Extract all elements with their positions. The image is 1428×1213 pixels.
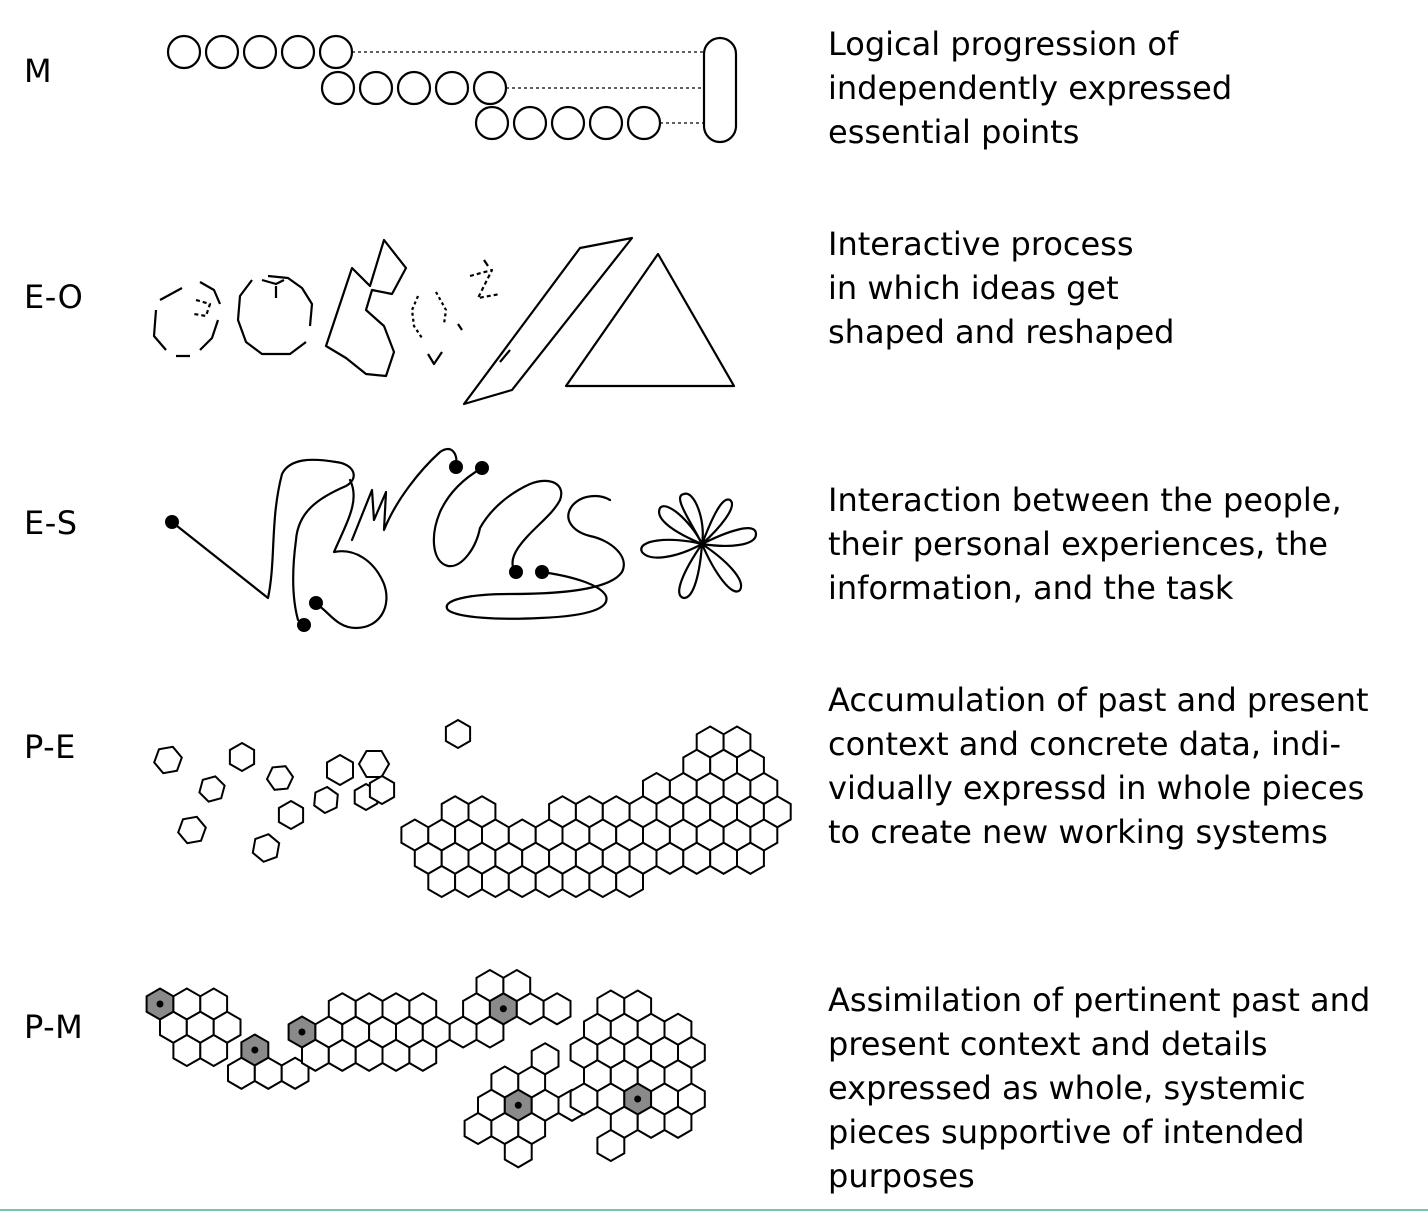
hexagon [227, 1056, 256, 1090]
hexagon [326, 753, 354, 787]
hexagon [277, 799, 305, 831]
hexagon [655, 841, 685, 875]
description-line: shaped and reshaped [828, 313, 1175, 351]
hexagon [199, 1033, 229, 1068]
accumulating-hexagons-icon [153, 718, 792, 899]
bottom-rule [0, 1209, 1428, 1211]
description-line: Interactive process [828, 225, 1134, 263]
description-line: Accumulation of past and present [828, 681, 1369, 719]
hexagon [534, 864, 564, 899]
assimilated-hexagon-clusters-icon [145, 968, 706, 1169]
hexagon-center-dot [156, 1000, 164, 1008]
hexagon [251, 833, 281, 863]
hexagon [153, 745, 183, 775]
hexagon [313, 785, 339, 815]
hexagon [503, 1135, 533, 1169]
hexagon-center-dot [499, 1005, 507, 1013]
description-line: context and concrete data, indi- [828, 725, 1342, 763]
hexagon-center-dot [634, 1095, 642, 1103]
hexagon [636, 1105, 666, 1139]
style-code-e-s: E-S [24, 504, 78, 542]
hexagon [198, 775, 226, 803]
hexagon [354, 1038, 384, 1072]
description-line: independently expressed [828, 69, 1233, 107]
description-m: Logical progression of independently exp… [828, 22, 1408, 154]
description-line: purposes [828, 1157, 975, 1195]
description-line: vidually expressd in whole pieces [828, 769, 1365, 807]
hexagon [354, 992, 384, 1026]
hexagon [507, 864, 537, 899]
hexagon [265, 765, 295, 791]
hexagon [736, 841, 765, 875]
hexagon [454, 864, 483, 899]
description-line: Assimilation of pertinent past and [828, 981, 1371, 1019]
hexagon [444, 718, 472, 750]
description-p-m: Assimilation of pertinent past and prese… [828, 978, 1408, 1198]
description-line: Interaction between the people, [828, 481, 1342, 519]
description-line: pieces supportive of intended [828, 1113, 1305, 1151]
description-p-e: Accumulation of past and present context… [828, 678, 1408, 854]
hexagon [408, 1038, 438, 1072]
hexagon [408, 992, 438, 1026]
hexagon [502, 968, 532, 1003]
hexagon-center-dot [514, 1101, 522, 1109]
description-line: their personal experiences, the [828, 525, 1328, 563]
style-code-e-o: E-O [24, 278, 84, 316]
description-line: in which ideas get [828, 269, 1119, 307]
hexagon [427, 864, 457, 899]
hexagon-center-dot [298, 1028, 306, 1036]
hexagon [475, 968, 505, 1003]
description-line: to create new working systems [828, 813, 1328, 851]
hexagon [596, 1128, 626, 1163]
hexagon [663, 1105, 693, 1139]
hexagon [588, 864, 618, 899]
hexagon [381, 1038, 411, 1072]
interaction-curves-icon [165, 448, 758, 632]
hexagon [327, 1038, 357, 1072]
hexagon [682, 841, 712, 875]
description-line: expressed as whole, systemic [828, 1069, 1306, 1107]
description-e-o: Interactive process in which ideas get s… [828, 222, 1408, 354]
hexagon [463, 1111, 493, 1146]
style-code-m: M [24, 52, 53, 90]
description-line: Logical progression of [828, 25, 1179, 63]
hexagon [569, 1082, 599, 1116]
hexagon [530, 1042, 560, 1076]
hexagon [615, 864, 644, 899]
hexagon [561, 864, 591, 899]
hexagon [542, 992, 572, 1026]
hexagon [172, 1033, 202, 1068]
hexagon [481, 864, 510, 899]
description-e-s: Interaction between the people, their pe… [828, 478, 1408, 610]
description-line: present context and details [828, 1025, 1268, 1063]
hexagon [709, 841, 738, 875]
hexagon [177, 815, 207, 845]
description-line: essential points [828, 113, 1080, 151]
style-code-p-e: P-E [24, 728, 76, 766]
hexagon-center-dot [251, 1046, 259, 1054]
hexagon [301, 1038, 330, 1072]
style-code-p-m: P-M [24, 1008, 84, 1046]
hexagon [253, 1056, 283, 1090]
hexagon [327, 992, 357, 1026]
shaping-shapes-icon [152, 236, 736, 406]
hexagon [368, 774, 396, 806]
hexagon [357, 750, 391, 778]
linear-progression-icon [166, 34, 738, 144]
description-line: information, and the task [828, 569, 1234, 607]
hexagon [228, 741, 256, 773]
hexagon [381, 992, 411, 1026]
